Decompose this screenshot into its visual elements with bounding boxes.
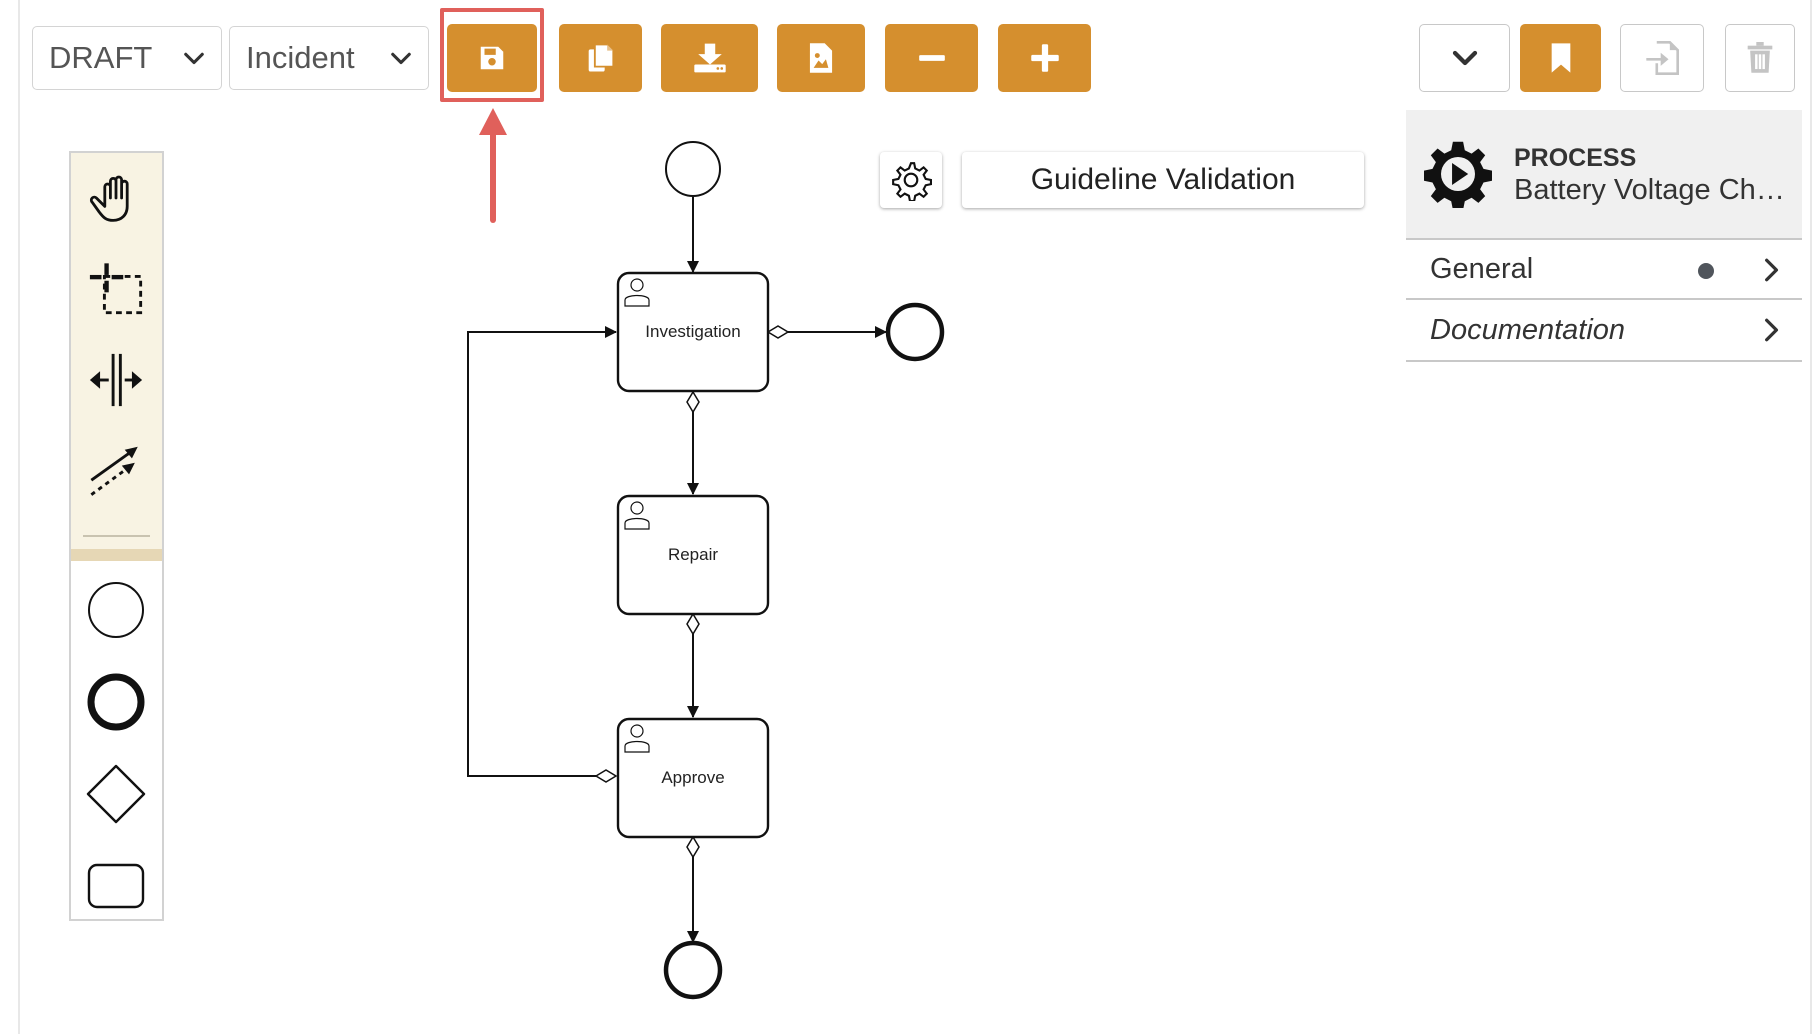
palette-separator xyxy=(83,535,150,537)
flow-approve-to-investigation[interactable] xyxy=(467,326,617,777)
start-event-icon xyxy=(88,582,144,638)
more-dropdown-button[interactable] xyxy=(1419,24,1510,92)
task-label-investigation: Investigation xyxy=(645,322,740,341)
task-repair[interactable]: Repair xyxy=(616,494,770,616)
user-task-icon xyxy=(624,278,650,307)
chevron-right-icon xyxy=(1765,318,1779,342)
element-type-label: PROCESS xyxy=(1514,144,1637,172)
trash-icon xyxy=(1747,42,1773,73)
copy-button[interactable] xyxy=(559,24,642,92)
image-file-icon xyxy=(809,43,833,73)
end-event-investigation[interactable] xyxy=(885,302,945,362)
properties-group-documentation[interactable]: Documentation xyxy=(1406,300,1802,362)
status-select[interactable]: DRAFT xyxy=(32,26,222,90)
hand-tool-icon xyxy=(89,175,129,222)
lasso-tool[interactable] xyxy=(85,257,147,319)
status-select-value: DRAFT xyxy=(49,40,153,75)
plus-icon xyxy=(1030,44,1059,72)
gear-icon xyxy=(892,162,932,201)
chevron-down-icon xyxy=(391,52,411,65)
palette-divider-band xyxy=(71,549,162,561)
import-button[interactable] xyxy=(1620,24,1704,92)
delete-button[interactable] xyxy=(1725,24,1795,92)
type-select-value: Incident xyxy=(246,40,355,75)
space-tool-icon xyxy=(89,353,143,407)
file-import-icon xyxy=(1646,41,1679,75)
start-event[interactable] xyxy=(665,141,721,197)
guideline-settings-button[interactable] xyxy=(880,152,942,208)
properties-group-general[interactable]: General xyxy=(1406,238,1802,300)
element-name-label: Battery Voltage Ch… xyxy=(1514,174,1785,206)
global-connect-tool[interactable] xyxy=(85,439,147,501)
task-label-approve: Approve xyxy=(661,768,724,787)
download-button[interactable] xyxy=(661,24,758,92)
annotation-arrow xyxy=(479,108,507,223)
editor-frame-right xyxy=(1810,0,1812,1034)
floppy-disk-icon xyxy=(480,46,504,70)
editor-frame-left xyxy=(18,0,20,1034)
minus-icon xyxy=(918,55,945,61)
tool-palette xyxy=(69,151,164,921)
process-gear-icon xyxy=(1424,141,1492,208)
bookmark-button[interactable] xyxy=(1520,24,1601,92)
group-label-documentation: Documentation xyxy=(1430,313,1626,346)
user-task-icon xyxy=(624,724,650,753)
save-button[interactable] xyxy=(447,24,537,92)
task-icon xyxy=(87,863,145,909)
guideline-validation-label: Guideline Validation xyxy=(1030,163,1296,196)
task-label-repair: Repair xyxy=(668,545,718,564)
global-connect-tool-icon xyxy=(90,446,138,496)
download-icon xyxy=(693,43,726,73)
zoom-out-button[interactable] xyxy=(885,24,978,92)
end-event-approve[interactable] xyxy=(663,940,723,1000)
create-gateway[interactable] xyxy=(85,763,147,825)
hand-tool[interactable] xyxy=(85,167,147,229)
properties-panel: PROCESS Battery Voltage Ch… General Docu… xyxy=(1406,110,1802,380)
chevron-down-icon xyxy=(1452,50,1477,66)
end-event-icon xyxy=(87,673,145,731)
guideline-validation-button[interactable]: Guideline Validation xyxy=(962,152,1364,208)
type-select[interactable]: Incident xyxy=(229,26,429,90)
user-task-icon xyxy=(624,501,650,530)
export-image-button[interactable] xyxy=(777,24,865,92)
lasso-tool-icon xyxy=(89,263,143,315)
bookmark-icon xyxy=(1551,43,1570,73)
create-task[interactable] xyxy=(85,855,147,917)
properties-header: PROCESS Battery Voltage Ch… xyxy=(1406,110,1802,238)
space-tool[interactable] xyxy=(85,349,147,411)
task-investigation[interactable]: Investigation xyxy=(616,271,770,393)
copy-icon xyxy=(588,43,614,72)
task-approve[interactable]: Approve xyxy=(616,717,770,839)
create-start-event[interactable] xyxy=(85,579,147,641)
zoom-in-button[interactable] xyxy=(998,24,1091,92)
chevron-down-icon xyxy=(184,52,204,65)
gateway-icon xyxy=(86,764,146,824)
chevron-right-icon xyxy=(1765,258,1779,282)
conditional-flow-markers xyxy=(594,325,790,859)
create-end-event[interactable] xyxy=(85,671,147,733)
group-label-general: General xyxy=(1430,252,1534,285)
has-data-indicator xyxy=(1698,263,1714,279)
